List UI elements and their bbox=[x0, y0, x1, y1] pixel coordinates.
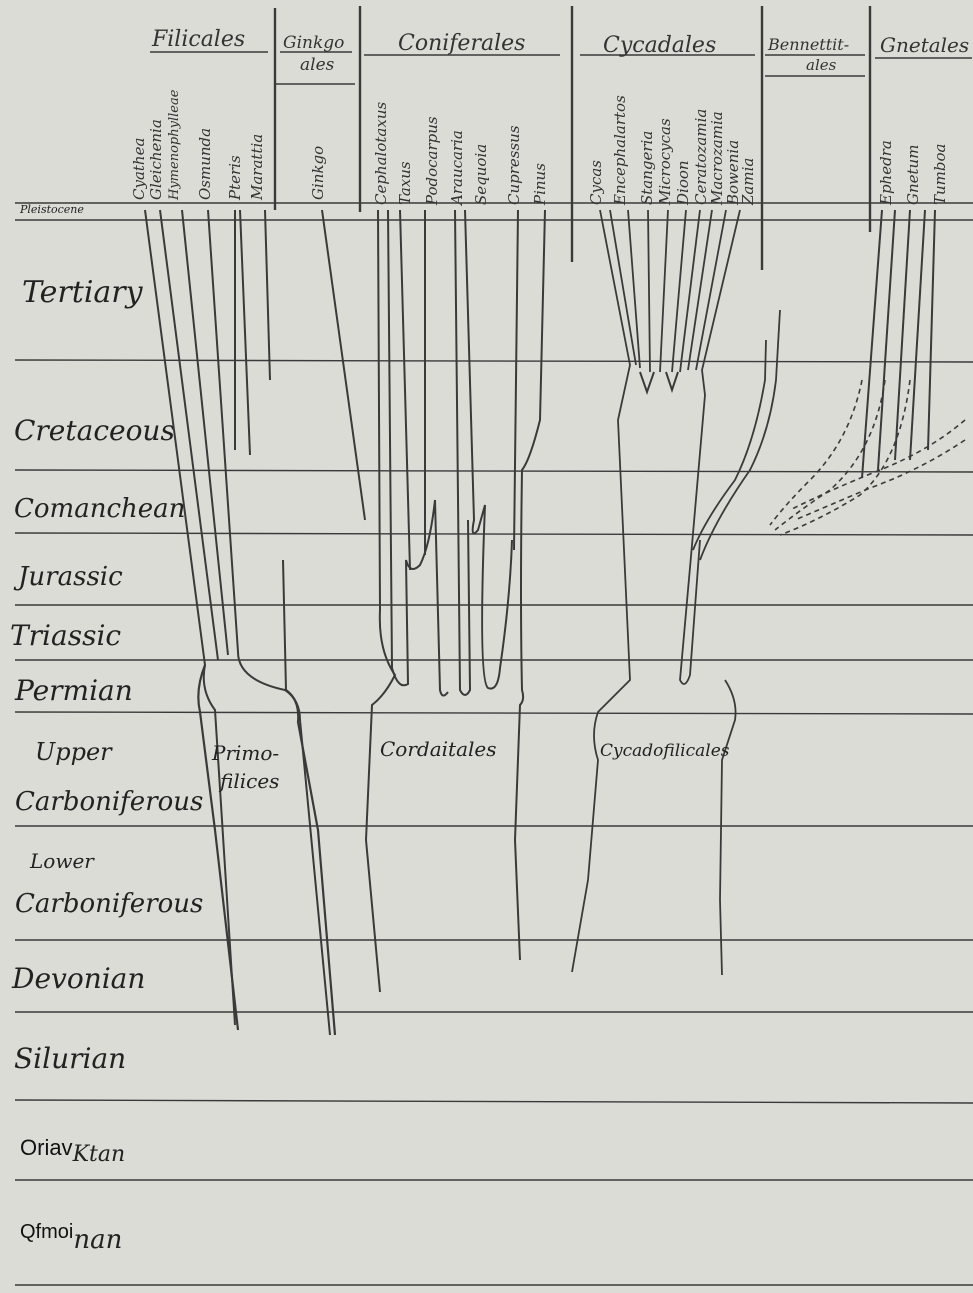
period-cambrian-main: Qfmoi bbox=[20, 1221, 73, 1243]
ginkgo-lineage bbox=[283, 210, 365, 690]
genus-gnetum: Gnetum bbox=[904, 145, 922, 205]
genus-podocarpus: Podocarpus bbox=[423, 116, 441, 206]
period-lower-carboniferous-line2: Carboniferous bbox=[15, 889, 203, 919]
genus-stangeria: Stangeria bbox=[638, 131, 656, 205]
genus-cupressus: Cupressus bbox=[505, 125, 523, 205]
order-bennettitales-line2: ales bbox=[806, 56, 837, 74]
period-lower-carboniferous-line1: Lower bbox=[29, 849, 95, 873]
order-coniferales: Coniferales bbox=[398, 31, 525, 56]
genus-gleichenia: Gleichenia bbox=[147, 119, 165, 200]
coniferales-lineages bbox=[366, 210, 545, 992]
order-filicales: Filicales bbox=[151, 27, 245, 52]
period-silurian: Silurian bbox=[14, 1042, 126, 1075]
order-bennettitales-line1: Bennettit- bbox=[767, 35, 849, 54]
ancestral-primofilices-line1: Primo- bbox=[211, 741, 279, 765]
genus-ginkgo: Ginkgo bbox=[309, 146, 327, 200]
period-ordovician-sub: Ktan bbox=[72, 1142, 126, 1167]
genus-ephedra: Ephedra bbox=[877, 140, 895, 206]
period-upper-carboniferous-line1: Upper bbox=[35, 738, 113, 766]
ancestral-cycadofilicales: Cycadofilicales bbox=[600, 741, 730, 761]
period-ordovician-main: Oriav bbox=[20, 1135, 73, 1160]
genus-sequoia: Sequoia bbox=[472, 144, 490, 205]
genus-araucaria: Araucaria bbox=[448, 130, 466, 207]
genus-taxus: Taxus bbox=[396, 161, 414, 205]
period-upper-carboniferous-line2: Carboniferous bbox=[15, 787, 203, 817]
order-cycadales: Cycadales bbox=[603, 33, 716, 58]
cycadales-lineages bbox=[572, 210, 780, 975]
genus-tumboa: Tumboa bbox=[931, 144, 949, 205]
period-comanchean: Comanchean bbox=[14, 494, 185, 524]
period-triassic: Triassic bbox=[10, 619, 121, 652]
genus-osmunda: Osmunda bbox=[196, 128, 214, 200]
genus-pinus: Pinus bbox=[531, 163, 549, 206]
gnetales-lineages bbox=[862, 210, 935, 478]
period-jurassic: Jurassic bbox=[13, 562, 123, 592]
order-names: Filicales Ginkgo ales Coniferales Cycada… bbox=[151, 27, 969, 75]
genus-zamia: Zamia bbox=[739, 158, 757, 206]
ancestral-cordaitales: Cordaitales bbox=[380, 737, 496, 761]
period-pleistocene: Pleistocene bbox=[19, 203, 84, 216]
genus-pteris: Pteris bbox=[226, 155, 244, 201]
cycad-uv-marks bbox=[640, 372, 678, 392]
order-gnetales: Gnetales bbox=[880, 33, 969, 57]
genus-cycas: Cycas bbox=[587, 160, 605, 205]
ancestral-group-labels: Primo- filices Cordaitales Cycadofilical… bbox=[211, 737, 730, 793]
genus-marattia: Marattia bbox=[248, 134, 266, 201]
genus-microcycas: Microcycas bbox=[656, 118, 674, 206]
genus-dioon: Dioon bbox=[674, 160, 692, 206]
genus-encephalartos: Encephalartos bbox=[611, 95, 629, 206]
genus-hymenophylleae: Hymenophylleae bbox=[167, 89, 182, 201]
order-ginkgoales-line1: Ginkgo bbox=[283, 33, 344, 53]
genus-cyathea: Cyathea bbox=[130, 138, 148, 200]
period-permian: Permian bbox=[14, 674, 133, 707]
ancestral-primofilices-line2: filices bbox=[218, 769, 279, 793]
period-cambrian-sub: nan bbox=[73, 1225, 122, 1255]
period-devonian: Devonian bbox=[11, 962, 145, 995]
order-ginkgoales-line2: ales bbox=[300, 55, 335, 75]
genus-cephalotaxus: Cephalotaxus bbox=[372, 102, 390, 205]
period-cambrian: Qfmoinan bbox=[20, 1221, 122, 1255]
period-cretaceous: Cretaceous bbox=[14, 414, 175, 447]
genus-labels: Cyathea Gleichenia Hymenophylleae Osmund… bbox=[130, 89, 949, 207]
period-ordovician: OriavKtan bbox=[20, 1135, 125, 1167]
primofilices-trunk bbox=[198, 665, 335, 1035]
period-tertiary: Tertiary bbox=[22, 275, 144, 310]
